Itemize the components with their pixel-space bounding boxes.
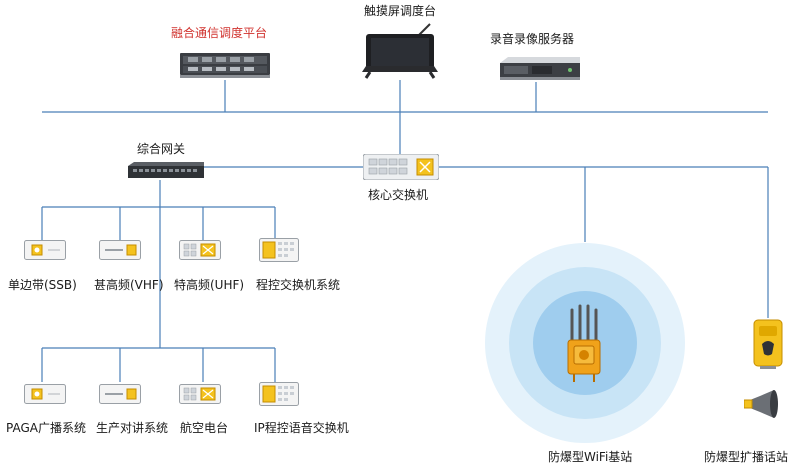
recording-server-label: 录音录像服务器 [490,32,575,46]
gateway-icon [128,162,204,180]
pa-station-label: 防爆型扩播话站 [704,450,789,464]
uhf-radio-icon [179,240,221,260]
intercom-icon [99,384,141,404]
aviation-radio-icon [179,384,221,404]
ssb-radio-icon [24,240,66,260]
pa-station-icon [750,318,786,370]
ip-pbx-label: IP程控语音交换机 [254,421,349,435]
touch-console-label: 触摸屏调度台 [364,4,437,18]
core-switch-icon [362,153,440,181]
touch-console-icon [360,22,440,80]
pbx-system-icon [259,238,299,262]
ip-pbx-icon [259,382,299,406]
wifi-coverage [484,242,686,444]
paga-label: PAGA广播系统 [6,421,86,435]
horn-speaker-icon [743,390,780,420]
gateway-label: 综合网关 [137,142,186,156]
core-switch-label: 核心交换机 [368,188,429,202]
fusion-platform-label: 融合通信调度平台 [171,26,268,40]
recorder-server-icon [500,57,580,81]
server-icon [180,53,270,79]
vhf-label: 甚高频(VHF) [94,278,164,292]
intercom-label: 生产对讲系统 [96,421,169,435]
aviation-label: 航空电台 [180,421,229,435]
paga-icon [24,384,66,404]
vhf-radio-icon [99,240,141,260]
uhf-label: 特高频(UHF) [174,278,245,292]
pbx-label: 程控交换机系统 [256,278,341,292]
wifi-base-label: 防爆型WiFi基站 [548,450,633,464]
ssb-label: 单边带(SSB) [8,278,77,292]
